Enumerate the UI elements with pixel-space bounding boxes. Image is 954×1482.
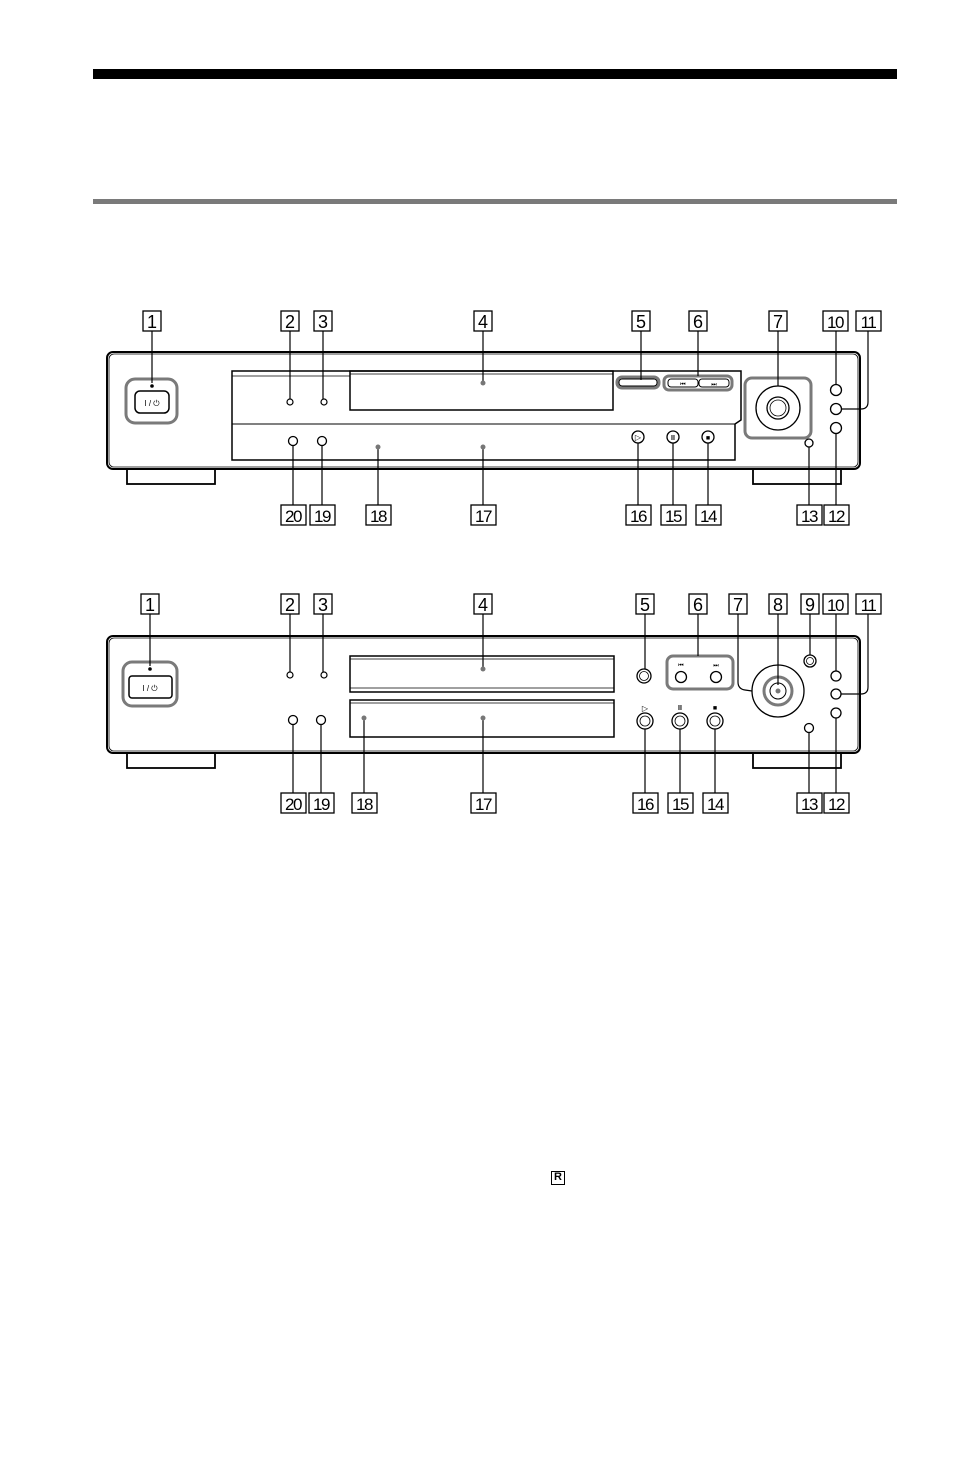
callout-label: 8	[773, 595, 783, 615]
callout-label: 14	[707, 795, 724, 814]
callout-box: 2	[281, 311, 299, 332]
callout-box: 13	[797, 505, 822, 526]
callout-box: 16	[626, 505, 651, 526]
callout-box: 9	[801, 594, 819, 615]
callout-label: 17	[475, 795, 492, 814]
callout-box: 15	[661, 505, 686, 526]
callout-label: 6	[693, 312, 703, 332]
skip-next-icon: ⏭	[713, 663, 719, 669]
callout-box: 2	[281, 594, 299, 615]
callout-label: 15	[665, 507, 682, 526]
callout-label: 16	[637, 795, 654, 814]
callout-label: 5	[640, 595, 650, 615]
pause-icon: II	[678, 705, 682, 712]
skip-next-icon: ⏭	[711, 382, 717, 388]
callout-label: 10	[827, 596, 844, 615]
callout-box: 12	[824, 505, 849, 526]
callout-label: 17	[475, 507, 492, 526]
callout-label: 6	[693, 595, 703, 615]
power-symbol: I / ⏻	[144, 399, 160, 408]
callout-label: 18	[356, 795, 373, 814]
callout-box: 20	[281, 505, 306, 526]
callout-box: 5	[636, 594, 654, 615]
callout-label: 10	[827, 313, 844, 332]
callout-label: 19	[313, 795, 330, 814]
callout-box: 8	[769, 594, 787, 615]
callout-label: 9	[805, 595, 815, 615]
callout-label: 15	[672, 795, 689, 814]
callout-label: 12	[828, 507, 845, 526]
callout-label: 1	[145, 595, 155, 615]
play-icon: ▷	[642, 704, 649, 713]
callout-label: 4	[478, 595, 488, 615]
callout-box: 6	[689, 311, 707, 332]
callout-box: 18	[366, 505, 391, 526]
callout-box: 11	[856, 594, 881, 615]
callout-box: 7	[769, 311, 787, 332]
callout-label: 11	[861, 596, 877, 615]
callout-label: 20	[285, 507, 302, 526]
callout-label: 13	[801, 507, 818, 526]
callout-box: 17	[471, 793, 496, 814]
callout-label: 4	[478, 312, 488, 332]
callout-box: 5	[632, 311, 650, 332]
callout-box: 12	[824, 793, 849, 814]
callout-box: 14	[703, 793, 728, 814]
callout-box: 19	[309, 793, 334, 814]
callout-label: 11	[861, 313, 877, 332]
callout-box: 1	[141, 594, 159, 615]
callout-label: 13	[801, 795, 818, 814]
callout-box: 10	[823, 311, 848, 332]
callout-label: 7	[773, 312, 783, 332]
stop-icon: ■	[706, 435, 710, 442]
callout-box: 19	[310, 505, 335, 526]
callout-box: 18	[352, 793, 377, 814]
callout-box: 17	[471, 505, 496, 526]
callout-label: 20	[285, 795, 302, 814]
pause-icon: II	[671, 435, 675, 442]
callout-box: 16	[633, 793, 658, 814]
callout-box: 4	[474, 311, 492, 332]
callout-box: 3	[314, 594, 332, 615]
callout-label: 2	[285, 312, 295, 332]
play-icon: ▷	[635, 433, 642, 442]
callout-box: 13	[797, 793, 822, 814]
power-symbol: I / ⏻	[142, 684, 158, 693]
callout-box: 11	[856, 311, 881, 332]
skip-prev-icon: ⏮	[680, 382, 686, 388]
callout-label: 14	[700, 507, 717, 526]
callout-box: 4	[474, 594, 492, 615]
callout-label: 5	[636, 312, 646, 332]
stop-icon: ■	[713, 705, 717, 712]
callout-box: 20	[281, 793, 306, 814]
callout-label: 19	[314, 507, 331, 526]
callout-label: 12	[828, 795, 845, 814]
callout-box: 15	[668, 793, 693, 814]
callout-label: 7	[733, 595, 743, 615]
callout-box: 10	[823, 594, 848, 615]
callout-label: 3	[318, 312, 328, 332]
callout-box: 6	[689, 594, 707, 615]
callout-box: 7	[729, 594, 747, 615]
callout-label: 3	[318, 595, 328, 615]
callout-box: 3	[314, 311, 332, 332]
callout-box: 14	[696, 505, 721, 526]
callout-label: 16	[630, 507, 647, 526]
callout-label: 18	[370, 507, 387, 526]
callout-label: 1	[147, 312, 157, 332]
callout-box: 1	[143, 311, 161, 332]
remote-sensor-mark-icon: R	[551, 1171, 565, 1185]
skip-prev-icon: ⏮	[678, 663, 684, 669]
callout-label: 2	[285, 595, 295, 615]
